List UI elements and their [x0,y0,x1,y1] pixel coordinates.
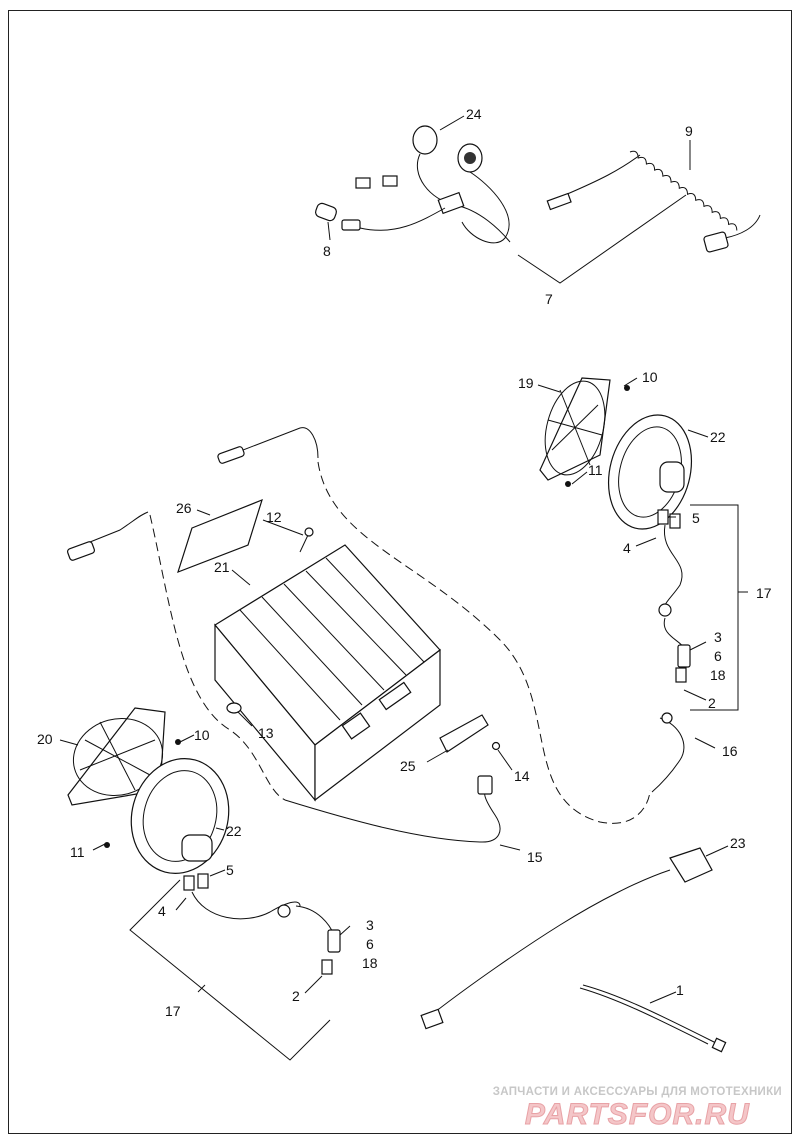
left-speaker-grille [67,707,166,806]
amplifier-label-plate [177,498,263,574]
coiled-cord-assembly [546,150,761,253]
callout-10-left: 10 [194,727,210,743]
right-speaker-harness [657,504,748,711]
callout-16: 16 [722,743,738,759]
callout-5-right: 5 [692,510,700,526]
watermark: ЗАПЧАСТИ И АКСЕССУАРЫ ДЛЯ МОТОТЕХНИКИ PA… [493,1086,782,1132]
callout-17-left: 17 [165,1003,181,1019]
callout-23: 23 [730,835,746,851]
callout-17-right: 17 [756,585,772,601]
callout-19: 19 [518,375,534,391]
diagram-frame [8,10,792,1134]
callout-6-right: 6 [714,648,722,664]
callout-2-left: 2 [292,988,300,1004]
leader-lines [59,115,729,1004]
gps-antenna [420,847,713,1030]
callout-10-right: 10 [642,369,658,385]
cable-tie [579,984,727,1053]
left-speaker-harness [129,873,341,1061]
callout-11-left: 11 [70,844,85,860]
callout-4-left: 4 [158,903,166,919]
callout-numbers: 24 9 8 7 19 10 22 11 5 4 17 3 6 18 2 26 … [37,106,772,1019]
callout-6-left: 6 [366,936,374,952]
cables [66,427,685,843]
callout-22-left: 22 [226,823,242,839]
callout-4-right: 4 [623,540,631,556]
callout-20: 20 [37,731,53,747]
callout-2-right: 2 [708,695,716,711]
callout-15: 15 [527,849,543,865]
callout-3-right: 3 [714,629,722,645]
callout-7: 7 [545,291,553,307]
callout-18-left: 18 [362,955,378,971]
amplifier [214,544,441,802]
watermark-tagline: ЗАПЧАСТИ И АКСЕССУАРЫ ДЛЯ МОТОТЕХНИКИ [492,1086,782,1098]
callout-14: 14 [514,768,530,784]
callout-24: 24 [466,106,482,122]
callout-13: 13 [258,725,274,741]
callout-18-right: 18 [710,667,726,683]
callout-25: 25 [400,758,416,774]
callout-12: 12 [266,509,282,525]
callout-3-left: 3 [366,917,374,933]
small-hardware [226,527,501,753]
callout-5-left: 5 [226,862,234,878]
watermark-logo: PARTSFOR.RU [524,1098,750,1132]
callout-8: 8 [323,243,331,259]
callout-21: 21 [214,559,230,575]
callout-26: 26 [176,500,192,516]
callout-1: 1 [676,982,684,998]
callout-11-right: 11 [588,462,603,478]
callout-9: 9 [685,123,693,139]
right-speaker [565,385,693,530]
left-speaker [104,739,230,874]
callout-22-right: 22 [710,429,726,445]
headset-assembly [315,125,511,244]
right-speaker-grille [539,377,611,481]
